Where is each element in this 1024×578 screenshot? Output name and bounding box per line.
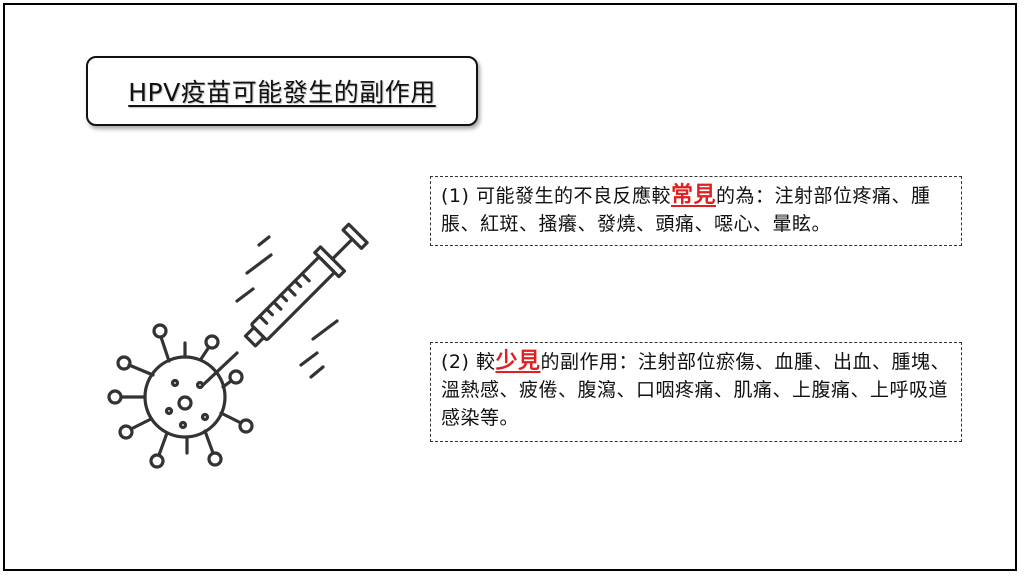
rare-side-effects-box: (2) 較少見的副作用：注射部位瘀傷、血腫、出血、腫塊、溫熱感、疲倦、腹瀉、口咽… — [430, 342, 962, 442]
common-prefix: (1) 可能發生的不良反應較 — [441, 185, 671, 207]
rare-suffix: 的副作用：注射部位瘀傷、血腫、出血、腫塊、溫熱感、疲倦、腹瀉、口咽疼痛、肌痛、上… — [441, 351, 950, 429]
page-title: HPV疫苗可能發生的副作用 — [128, 78, 436, 107]
syringe-virus-icon — [107, 222, 369, 469]
title-box: HPV疫苗可能發生的副作用 — [86, 56, 478, 126]
common-highlight: 常見 — [670, 183, 716, 208]
common-suffix: 的為：注射部位疼痛、腫脹、紅斑、搔癢、發燒、頭痛、噁心、暈眩。 — [441, 185, 931, 235]
rare-highlight: 少見 — [495, 349, 541, 374]
common-side-effects-box: (1) 可能發生的不良反應較常見的為：注射部位疼痛、腫脹、紅斑、搔癢、發燒、頭痛… — [430, 176, 962, 246]
rare-prefix: (2) 較 — [441, 351, 496, 373]
